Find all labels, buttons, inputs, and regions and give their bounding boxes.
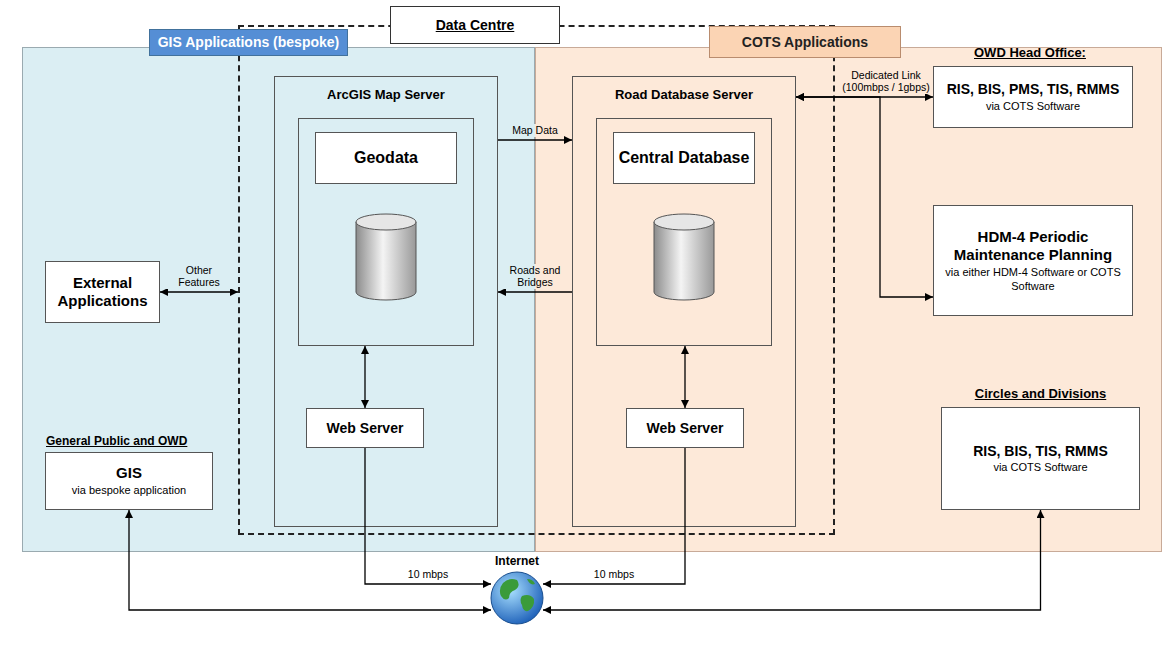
server-title: Road Database Server [573,87,795,103]
server-box: ArcGIS Map ServerGeodataWeb Server [274,76,498,527]
connector [498,139,572,140]
data-store-frame: Central Database [596,118,772,346]
globe-land [500,579,519,600]
connector [129,510,491,610]
cylinder-top [654,214,714,230]
globe-icon [491,572,543,624]
data-store-title: Geodata [315,132,457,184]
connector [364,346,365,408]
connector [498,291,572,292]
box-subtitle: via COTS Software [993,461,1087,474]
box-subtitle: via bespoke application [72,484,186,497]
planning-box: HDM-4 Periodic Maintenance Planningvia e… [933,205,1133,316]
data-store-frame: Geodata [298,118,474,346]
application-box: External Applications [45,261,160,323]
group-heading: Circles and Divisions [942,386,1139,402]
connector [543,448,685,584]
connector [365,448,491,584]
server-title: ArcGIS Map Server [275,87,497,103]
database-cylinder [356,214,416,300]
web-server-box: Web Server [626,408,744,448]
box-subtitle: via COTS Software [986,100,1080,113]
connector [543,510,1041,610]
edge-label: Other Features [163,264,235,289]
globe-label: Internet [467,554,567,568]
client-box: Circles and DivisionsRIS, BIS, TIS, RMMS… [941,407,1140,510]
connector [796,97,933,297]
web-server-box: Web Server [306,408,424,448]
panel-tab: GIS Applications (bespoke) [149,29,348,56]
cots-panel: COTS ApplicationsRoad Database ServerCen… [535,47,1162,552]
cylinder-top [356,214,416,230]
edge-label: Dedicated Link (100mbps / 1gbps) [840,69,932,94]
group-heading: General Public and OWD [46,434,187,448]
box-title: RIS, BIS, TIS, RMMS [973,443,1108,460]
box-title: Web Server [647,420,724,437]
data-store-title: Central Database [613,132,755,184]
globe-sea [491,572,543,624]
edge-label: 10 mbps [407,568,449,581]
box-title: RIS, BIS, PMS, TIS, RMMS [947,81,1120,98]
cylinder-body [356,222,416,300]
box-title: HDM-4 Periodic Maintenance Planning [942,228,1124,264]
region-title: Data Centre [390,6,560,44]
globe-land [527,579,535,584]
connector [160,291,238,292]
globe-land [521,595,535,611]
box-title: External Applications [54,274,151,310]
box-subtitle: via either HDM-4 Software or COTS Softwa… [942,266,1124,292]
database-cylinder [654,214,714,300]
internet-globe: Internet [491,572,543,624]
cylinder-body [654,222,714,300]
gis-panel: GIS Applications (bespoke)ArcGIS Map Ser… [22,47,535,552]
box-title: Web Server [327,420,404,437]
connector [796,96,933,97]
server-box: Road Database ServerCentral DatabaseWeb … [572,76,796,527]
edge-label: 10 mbps [593,568,635,581]
group-heading: OWD Head Office: [974,45,1086,61]
box-title: GIS [116,464,142,482]
connector [684,346,685,408]
edge-label: Map Data [511,124,559,137]
client-box: General Public and OWDGISvia bespoke app… [45,452,213,510]
edge-label: Roads and Bridges [500,264,570,289]
client-box: OWD Head Office:RIS, BIS, PMS, TIS, RMMS… [933,66,1133,128]
panel-tab: COTS Applications [709,26,901,58]
